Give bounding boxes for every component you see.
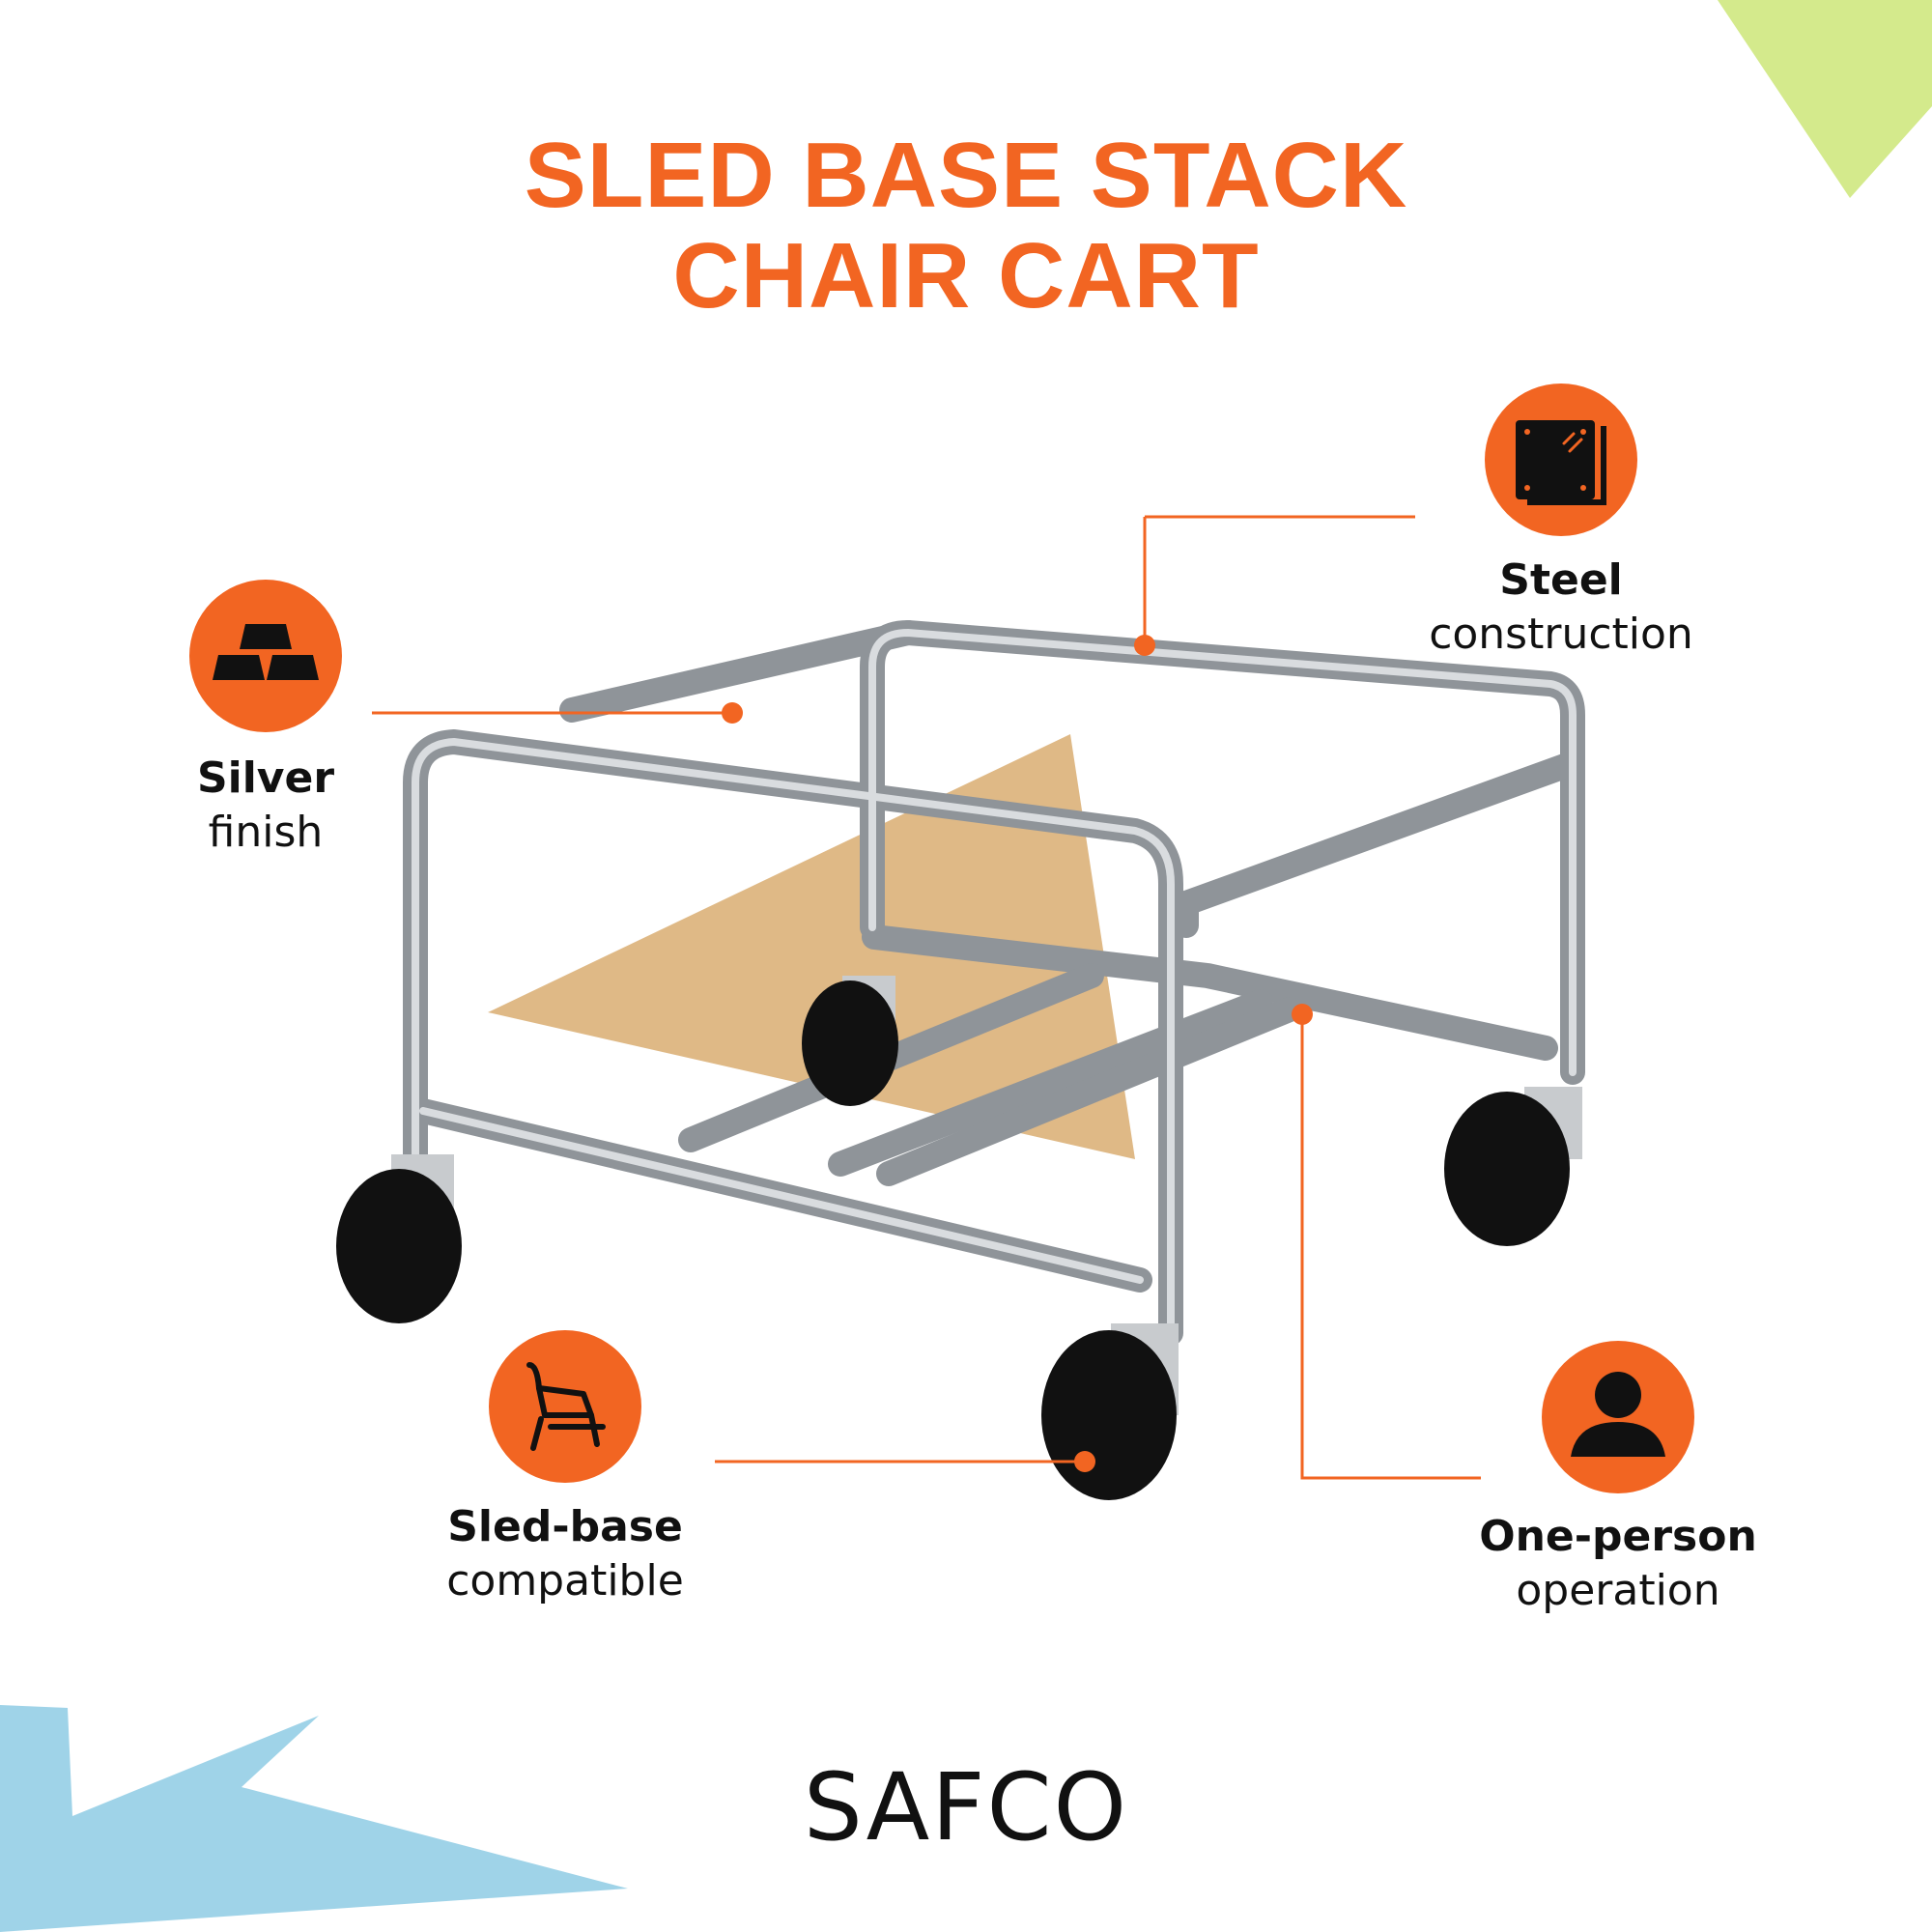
wheel-back-right <box>1444 1087 1582 1246</box>
callout-dot-steel <box>1134 635 1155 656</box>
feature-bold-text: Sled-base <box>447 1502 683 1551</box>
wheel-back-left <box>802 976 898 1106</box>
feature-silver-finish: Silver finish <box>63 752 469 860</box>
feature-regular-text: compatible <box>446 1556 684 1605</box>
steel-plate-icon <box>1485 384 1637 536</box>
person-icon <box>1542 1341 1694 1493</box>
feature-regular-text: operation <box>1516 1566 1720 1615</box>
wheel-front-left <box>336 1154 462 1323</box>
feature-bold-text: Silver <box>196 753 335 803</box>
feature-one-person-operation: One-person operation <box>1415 1510 1821 1618</box>
title-line-1: SLED BASE STACK <box>524 124 1408 227</box>
feature-regular-text: construction <box>1429 610 1693 659</box>
feature-bold-text: Steel <box>1499 555 1623 605</box>
floor-shape <box>488 734 1135 1159</box>
feature-steel-construction: Steel construction <box>1358 554 1764 662</box>
page-title: SLED BASE STACK CHAIR CART <box>0 126 1932 327</box>
title-line-2: CHAIR CART <box>672 224 1260 327</box>
callout-dot-person <box>1292 1004 1313 1025</box>
silver-bars-icon <box>189 580 342 732</box>
feature-regular-text: finish <box>208 808 324 857</box>
callout-dot-silver <box>722 702 743 724</box>
chair-icon <box>489 1330 641 1483</box>
callout-dot-sled <box>1074 1451 1095 1472</box>
feature-bold-text: One-person <box>1479 1512 1757 1561</box>
feature-sled-base-compatible: Sled-base compatible <box>362 1500 768 1608</box>
brand-logo: SAFCO <box>803 1753 1129 1861</box>
